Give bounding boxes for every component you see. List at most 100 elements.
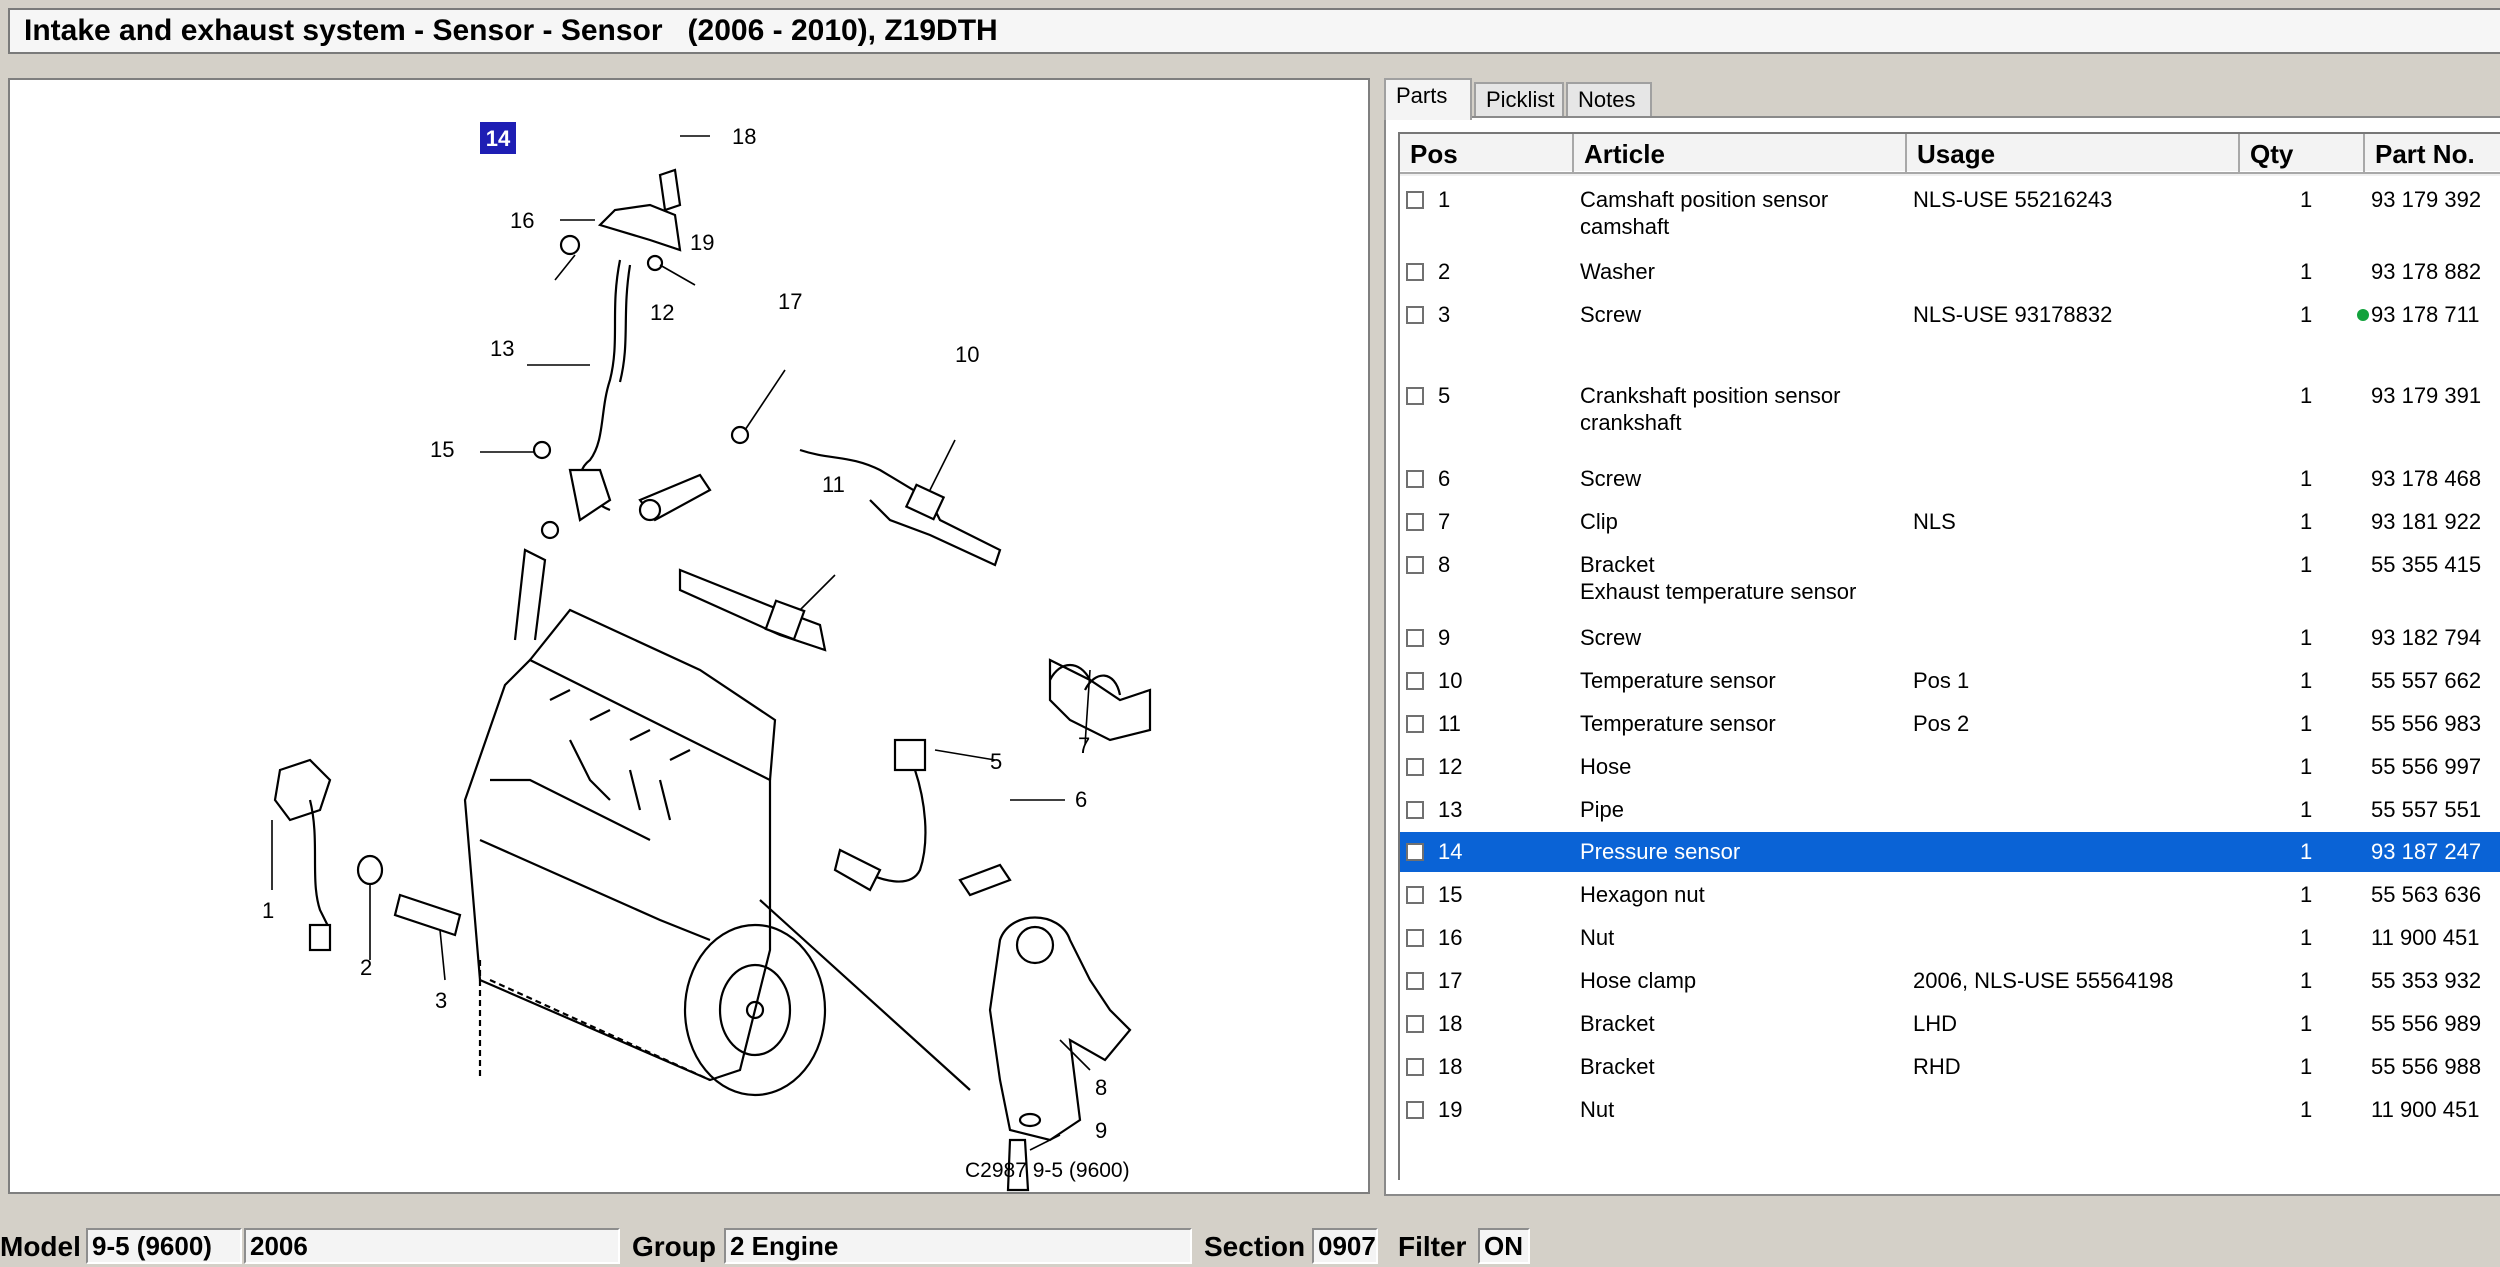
callout-label[interactable]: 11 [822, 472, 845, 497]
cell-part-no: 93 181 922 [2371, 509, 2482, 534]
row-checkbox[interactable] [1406, 629, 1424, 647]
cell-article: Pipe [1580, 797, 1625, 822]
row-checkbox[interactable] [1406, 306, 1424, 324]
callout-label[interactable]: 5 [990, 749, 1002, 774]
parts-table-panel: Pos Article Usage Qty Part No. 1 Camshaft… [1384, 116, 2500, 1196]
row-checkbox[interactable] [1406, 191, 1424, 209]
availability-dot-icon [2357, 309, 2369, 321]
cell-usage: 2006, NLS-USE 55564198 [1913, 968, 2174, 993]
group-field: 2 Engine [724, 1228, 1192, 1264]
model-field: 9-5 (9600) [86, 1228, 242, 1264]
callout-label[interactable]: 18 [732, 124, 756, 149]
cell-part-no: 93 178 882 [2371, 259, 2482, 284]
row-checkbox[interactable] [1406, 972, 1424, 990]
cell-part-no: 55 563 636 [2371, 882, 2482, 907]
cell-qty: 1 [2300, 1011, 2313, 1036]
row-checkbox[interactable] [1406, 387, 1424, 405]
callout-label[interactable]: 16 [510, 208, 534, 233]
callout-label[interactable]: 1 [262, 898, 274, 923]
row-checkbox[interactable] [1406, 929, 1424, 947]
row-checkbox[interactable] [1406, 886, 1424, 904]
row-checkbox[interactable] [1406, 470, 1424, 488]
row-checkbox[interactable] [1406, 758, 1424, 776]
column-header-qty[interactable]: Qty [2240, 134, 2365, 174]
cell-article: Camshaft position sensor camshaft [1580, 187, 1829, 239]
cell-usage: Pos 1 [1913, 668, 1970, 693]
callout-label[interactable]: 10 [955, 342, 979, 367]
callout-14-selected[interactable]: 14 [486, 126, 511, 151]
cell-qty: 1 [2300, 187, 2313, 212]
cell-pos: 12 [1438, 754, 1463, 779]
section-label: Section [1204, 1231, 1306, 1262]
cell-usage: RHD [1913, 1054, 1961, 1079]
row-checkbox[interactable] [1406, 1015, 1424, 1033]
cell-pos: 15 [1438, 882, 1463, 907]
row-checkbox[interactable] [1406, 1058, 1424, 1076]
cell-pos: 18 [1438, 1054, 1463, 1079]
row-checkbox[interactable] [1406, 672, 1424, 690]
callout-label[interactable]: 7 [1078, 733, 1090, 758]
callout-label[interactable]: 17 [778, 289, 802, 314]
column-header-pos[interactable]: Pos [1400, 134, 1574, 174]
cell-usage: LHD [1913, 1011, 1958, 1036]
callout-label[interactable]: 9 [1095, 1118, 1107, 1143]
cell-article: Nut [1580, 925, 1615, 950]
exploded-diagram-panel[interactable]: 14 18 16 19 17 12 10 13 15 11 5 7 6 1 2 … [8, 78, 1370, 1194]
cell-qty: 1 [2300, 839, 2313, 864]
group-label: Group [632, 1231, 716, 1262]
tab-picklist[interactable]: Picklist [1474, 82, 1564, 118]
model-label: Model [0, 1231, 81, 1262]
row-checkbox[interactable] [1406, 513, 1424, 531]
callout-label[interactable]: 6 [1075, 787, 1087, 812]
cell-pos: 11 [1438, 711, 1461, 736]
column-header-part-no[interactable]: Part No. [2365, 134, 2500, 174]
row-checkbox[interactable] [1406, 1101, 1424, 1119]
row-checkbox[interactable] [1406, 801, 1424, 819]
callout-label[interactable]: 3 [435, 988, 447, 1013]
cell-article: Screw [1580, 302, 1642, 327]
row-checkbox[interactable] [1406, 556, 1424, 574]
column-header-usage[interactable]: Usage [1907, 134, 2240, 174]
column-header-article[interactable]: Article [1574, 134, 1907, 174]
cell-part-no: 55 556 988 [2371, 1054, 2482, 1079]
cell-pos: 7 [1438, 509, 1451, 534]
callout-label[interactable]: 13 [490, 336, 514, 361]
row-checkbox[interactable] [1406, 715, 1424, 733]
cell-part-no: 11 900 451 [2371, 925, 2480, 950]
callout-label[interactable]: 12 [650, 300, 674, 325]
callout-label[interactable]: 8 [1095, 1075, 1107, 1100]
cell-pos: 3 [1438, 302, 1451, 327]
tab-notes[interactable]: Notes [1566, 82, 1652, 118]
cell-pos: 13 [1438, 797, 1463, 822]
cell-part-no: 55 355 415 [2371, 552, 2482, 577]
row-checkbox[interactable] [1406, 263, 1424, 281]
cell-article: Bracket [1580, 1054, 1655, 1079]
parts-table[interactable]: Pos Article Usage Qty Part No. 1 Camshaft… [1398, 132, 2500, 1180]
callout-label[interactable]: 19 [690, 230, 714, 255]
callout-label[interactable]: 15 [430, 437, 454, 462]
row-checkbox[interactable] [1406, 843, 1424, 861]
tab-parts[interactable]: Parts [1384, 78, 1472, 120]
cell-pos: 18 [1438, 1011, 1463, 1036]
parts-diagram[interactable]: 14 18 16 19 17 12 10 13 15 11 5 7 6 1 2 … [10, 80, 1368, 1192]
callout-label[interactable]: 2 [360, 955, 372, 980]
